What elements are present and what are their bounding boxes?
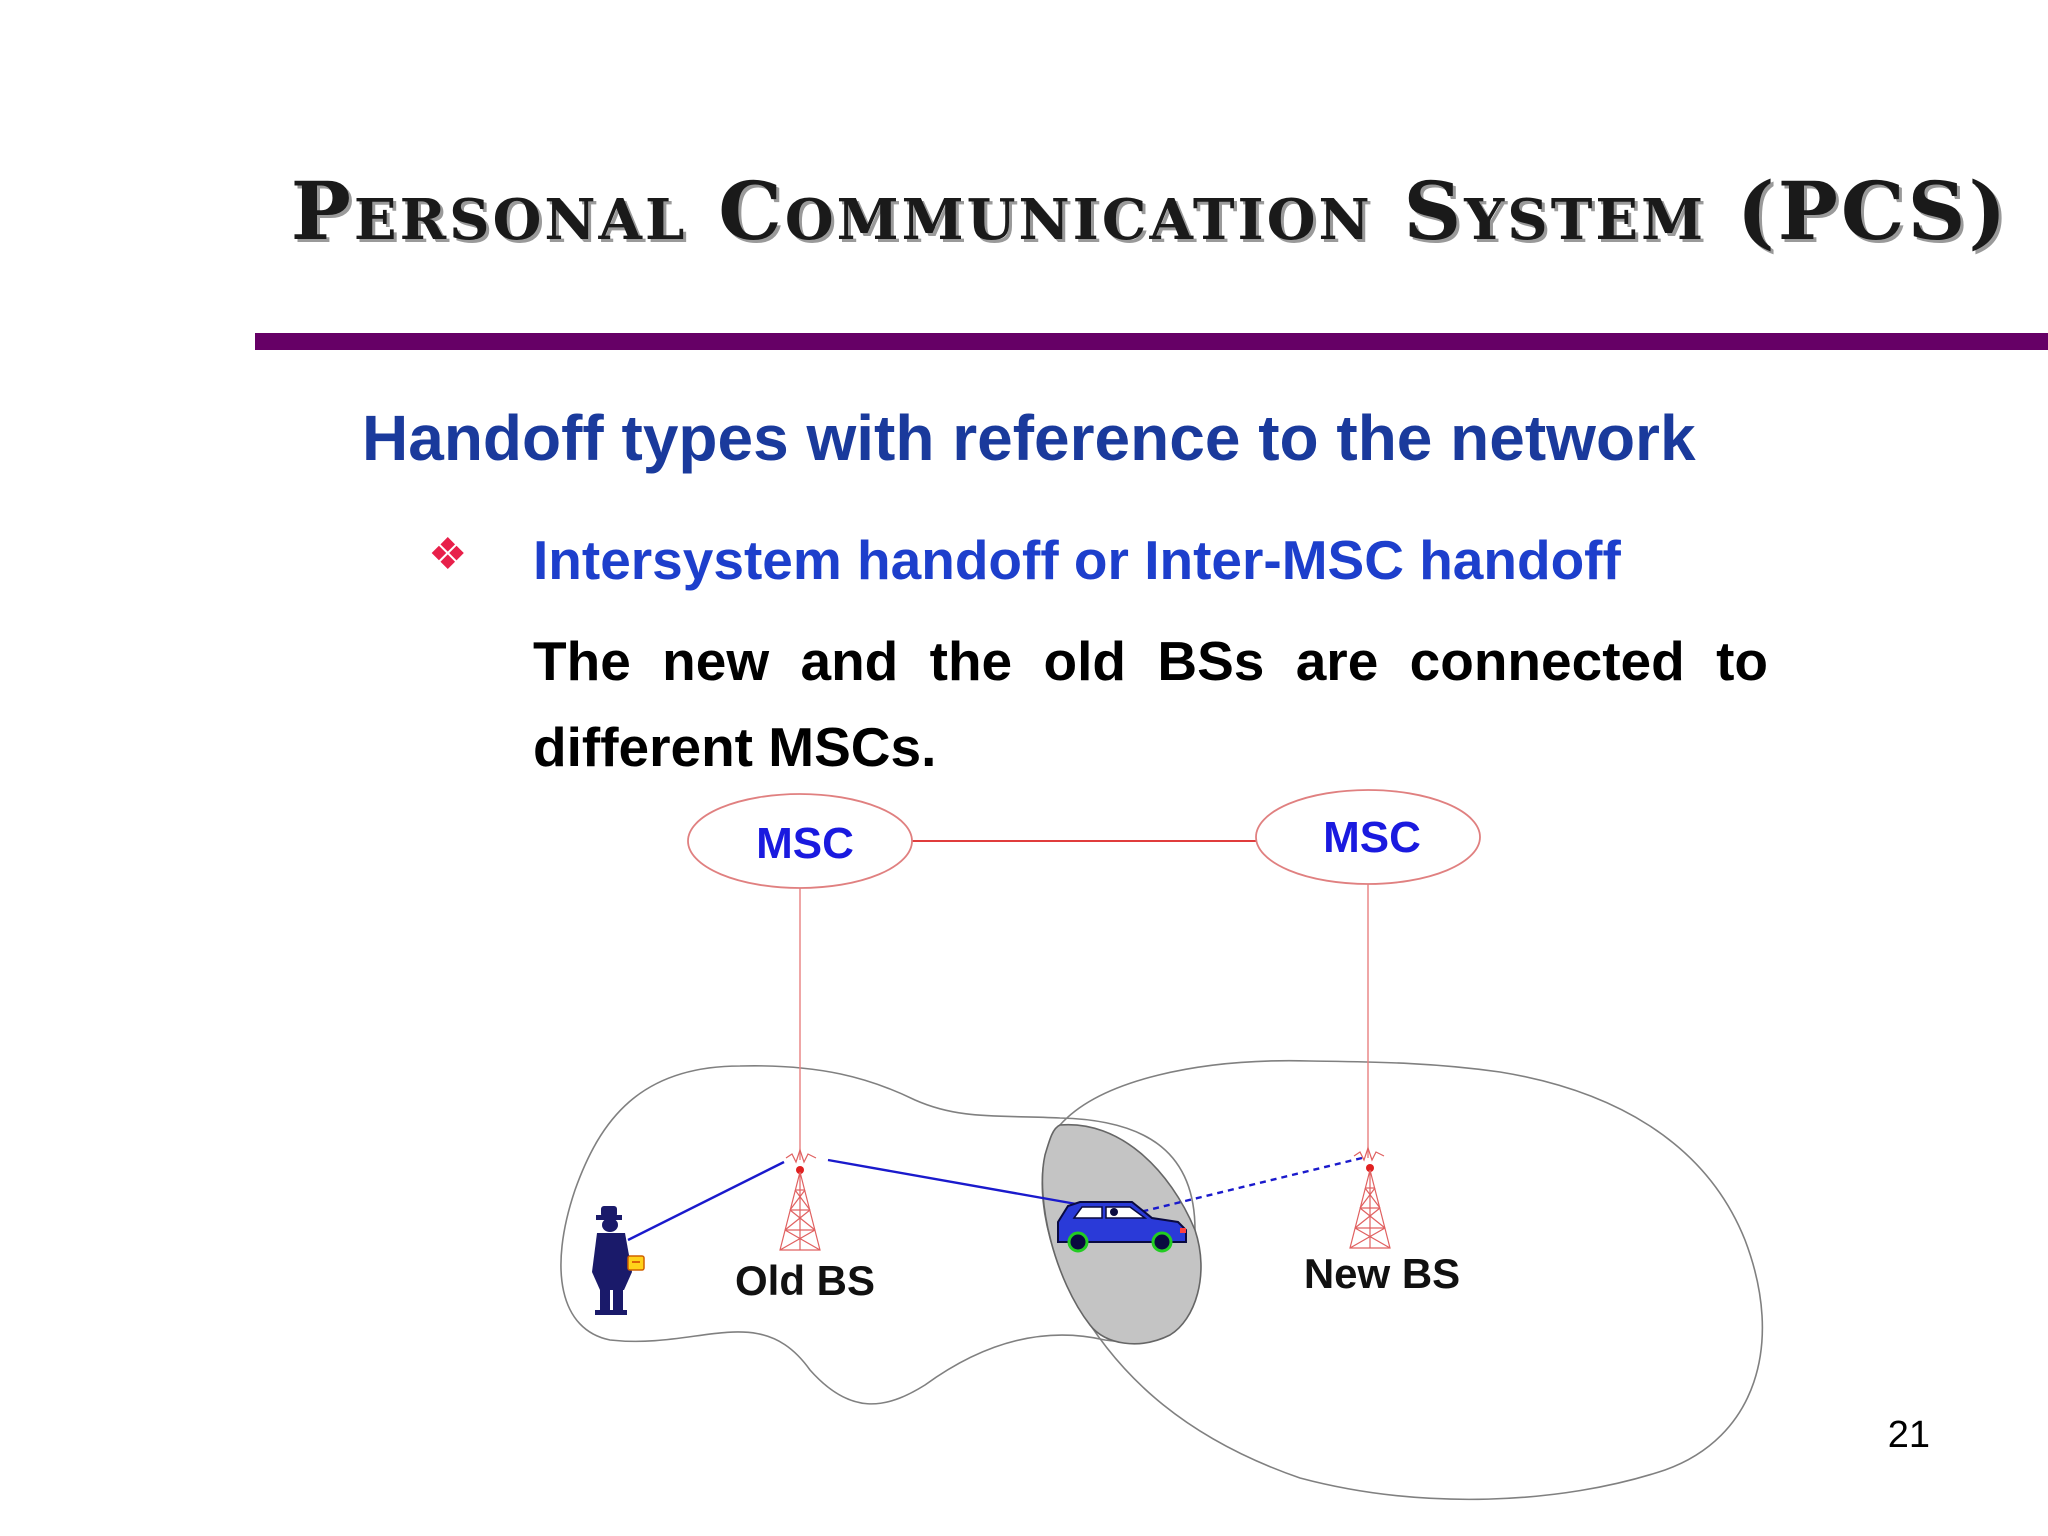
bullet-body-text: The new and the old BSs are connected to…: [533, 630, 1768, 778]
old-bs-coverage-area: [560, 1065, 1196, 1405]
slide-title: Personal Communication System (PCS): [290, 164, 2010, 258]
new-msc-node: MSC: [1255, 789, 1481, 885]
bullet-heading: Intersystem handoff or Inter-MSC handoff: [533, 529, 1621, 591]
old-bs-to-person-link: [627, 1160, 785, 1242]
old-bs-label: Old BS: [735, 1257, 875, 1304]
new-bs-label: New BS: [1304, 1250, 1460, 1297]
old-bs-tower-icon: [779, 1148, 821, 1251]
new-msc-label: MSC: [1323, 813, 1421, 862]
page-number: 21: [1887, 1414, 1930, 1456]
new-bs-tower-icon: [1349, 1146, 1391, 1249]
old-msc-label: MSC: [756, 819, 854, 868]
car-icon: [1057, 1201, 1187, 1253]
old-msc-node: MSC: [687, 793, 913, 889]
new-bs-to-car-link: [1139, 1156, 1363, 1214]
person-with-phone-icon: [592, 1206, 645, 1315]
slide-subtitle: Handoff types with reference to the netw…: [362, 402, 1696, 474]
diamond-cluster-bullet-icon: ❖: [428, 530, 468, 579]
title-divider: [255, 333, 2048, 350]
old-bs-to-car-link: [827, 1158, 1111, 1212]
